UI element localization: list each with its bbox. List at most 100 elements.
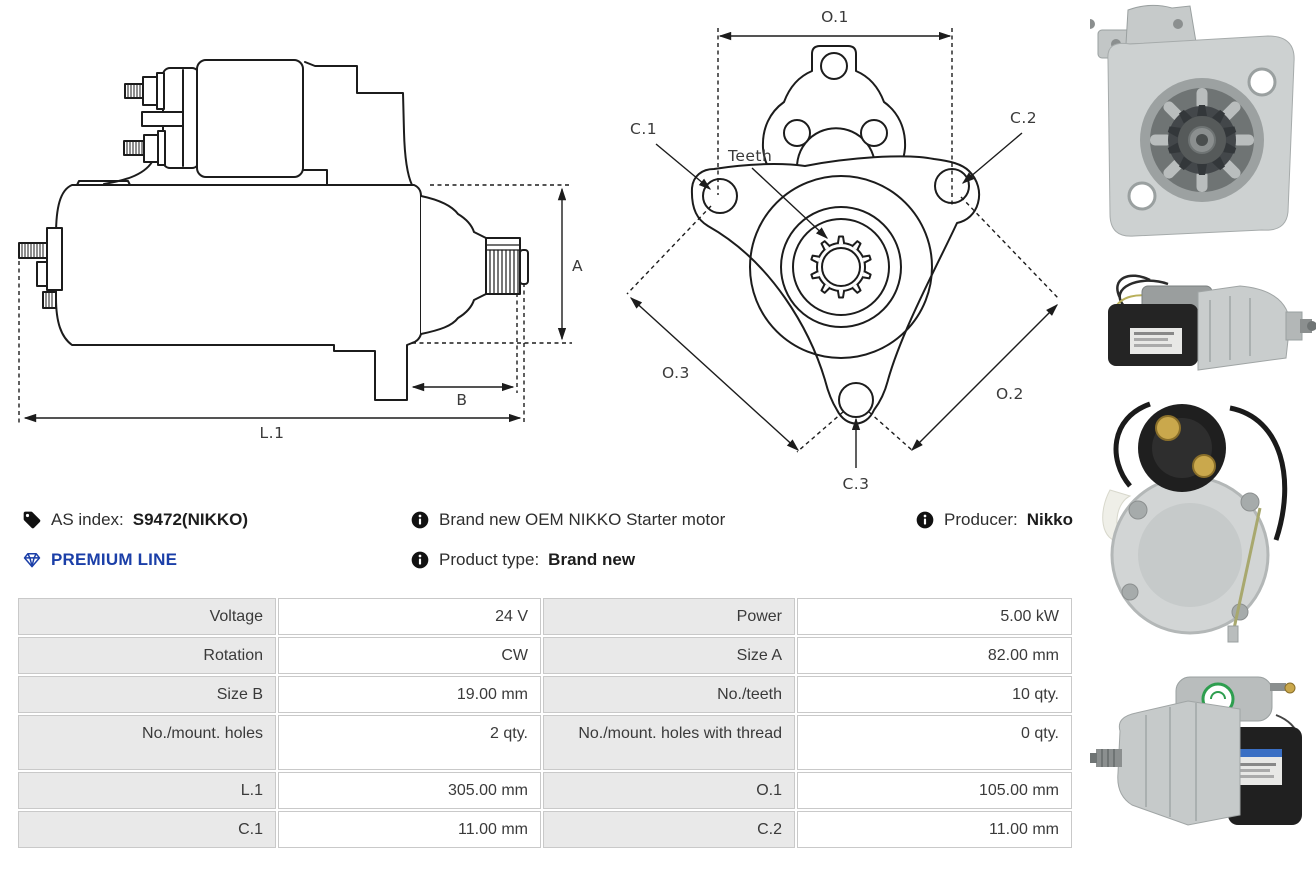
product-type-value: Brand new	[548, 550, 636, 569]
spec-label: No./mount. holes with thread	[543, 715, 795, 770]
pinion-teeth	[810, 235, 872, 299]
solenoid-body	[196, 59, 304, 178]
teeth-label: Teeth	[727, 147, 772, 165]
spec-value: 2 qty.	[278, 715, 541, 770]
dimension-l1-label: L.1	[260, 424, 285, 442]
photo2-nose	[1285, 311, 1303, 341]
spec-label: No./teeth	[543, 676, 795, 713]
motor-body-outline	[55, 184, 422, 401]
spec-label: Size A	[543, 637, 795, 674]
mount-hole-c1	[702, 178, 738, 214]
dimension-a-label: A	[572, 257, 583, 275]
description-row: Brand new OEM NIKKO Starter motor	[410, 508, 725, 532]
pinion-gear	[485, 237, 521, 295]
as-index-value: S9472(NIKKO)	[132, 510, 249, 529]
spec-value: 5.00 kW	[797, 598, 1072, 635]
dimension-b-label: B	[456, 391, 467, 409]
photo3-wire-left	[1113, 401, 1151, 488]
info-icon	[411, 511, 429, 529]
left-bracket	[46, 227, 63, 291]
spec-label: Voltage	[18, 598, 276, 635]
dimension-c3-label: C.3	[842, 475, 869, 493]
product-photo-rear[interactable]	[1090, 390, 1316, 655]
product-photo-gallery	[1085, 0, 1316, 860]
spec-value: 305.00 mm	[278, 772, 541, 809]
terminal-stud-upper	[142, 76, 158, 106]
premium-line-row: PREMIUM LINE	[22, 548, 177, 572]
info-icon	[916, 511, 934, 529]
housing-circle-inner	[792, 218, 890, 316]
product-photo-front[interactable]	[1085, 0, 1316, 260]
photo3-brass-rod	[1230, 507, 1262, 639]
drive-housing-outline	[304, 61, 413, 186]
photo2-shaft-tip	[1307, 321, 1316, 331]
product-catalog-page: { "product": { "as_index_label": "AS ind…	[18, 0, 1316, 860]
terminal-stud-lower	[143, 134, 159, 163]
photo2-drive-housing	[1197, 285, 1291, 371]
spec-label: Rotation	[18, 637, 276, 674]
dimension-c1-label: C.1	[630, 120, 657, 138]
spec-value: 19.00 mm	[278, 676, 541, 713]
solenoid-bus-bar	[141, 111, 184, 127]
dimension-o1-label: O.1	[821, 8, 849, 26]
spec-label: C.1	[18, 811, 276, 848]
photo1-bolt-hole-bottom	[1127, 181, 1157, 211]
dimension-c2-label: C.2	[1010, 109, 1037, 127]
product-photo-side[interactable]	[1090, 260, 1316, 390]
drive-end-housing	[420, 195, 487, 335]
product-type-row: Product type: Brand new	[410, 548, 635, 572]
pinion-bore	[821, 247, 861, 287]
leader-teeth	[751, 167, 829, 239]
diamond-icon	[23, 553, 41, 568]
producer-row: Producer: Nikko	[915, 508, 1073, 532]
product-photo-angled[interactable]	[1090, 655, 1316, 880]
info-icon	[411, 551, 429, 569]
leader-c1	[655, 143, 712, 190]
spec-value: 82.00 mm	[797, 637, 1072, 674]
side-view-technical-drawing: A B L.1	[18, 59, 583, 442]
dimension-o3-line	[629, 297, 800, 451]
photo1-bolt-hole-top	[1247, 67, 1277, 97]
spec-value: 105.00 mm	[797, 772, 1072, 809]
premium-line-badge: PREMIUM LINE	[51, 550, 178, 569]
housing-circle-mid	[780, 206, 902, 328]
yoke-left-hole	[783, 119, 811, 147]
photo4-drive-housing	[1117, 700, 1241, 826]
spec-value: 11.00 mm	[278, 811, 541, 848]
photo3-wire-right	[1229, 405, 1288, 541]
producer-value: Nikko	[1026, 510, 1073, 529]
photo1-cover	[1125, 4, 1197, 45]
front-view-technical-drawing: O.1 C.1 C.2 Teeth O.3 O.2 C.3	[626, 8, 1060, 493]
tag-icon	[23, 511, 41, 529]
field-wire	[103, 161, 153, 185]
spec-label: L.1	[18, 772, 276, 809]
photo3-terminal-2	[1192, 454, 1216, 478]
mount-hole-c3	[838, 382, 874, 418]
dimension-o2-line	[911, 304, 1058, 451]
as-index-row: AS index: S9472(NIKKO)	[22, 508, 248, 532]
leader-c2	[961, 132, 1023, 184]
spec-label: O.1	[543, 772, 795, 809]
spec-label: Power	[543, 598, 795, 635]
spec-label: No./mount. holes	[18, 715, 276, 770]
dimension-o2-label: O.2	[996, 385, 1024, 403]
yoke-top-hole	[820, 52, 848, 80]
specification-table: Voltage 24 V Power 5.00 kW Rotation CW S…	[18, 598, 1074, 848]
photo1-spokes	[1150, 88, 1254, 192]
photo1-gear	[1167, 105, 1237, 175]
product-description: Brand new OEM NIKKO Starter motor	[439, 510, 726, 529]
photo3-terminal-1	[1155, 415, 1181, 441]
pinion-end-cap	[519, 249, 529, 285]
housing-circle-outer	[749, 175, 933, 359]
spec-value: 0 qty.	[797, 715, 1072, 770]
spec-value: 10 qty.	[797, 676, 1072, 713]
producer-label: Producer:	[944, 510, 1018, 529]
dimension-o3-label: O.3	[662, 364, 690, 382]
spec-label: Size B	[18, 676, 276, 713]
photo4-shaft-tip	[1090, 753, 1097, 763]
spec-value: 11.00 mm	[797, 811, 1072, 848]
as-index-label: AS index:	[51, 510, 124, 529]
yoke-right-hole	[860, 119, 888, 147]
spec-value: 24 V	[278, 598, 541, 635]
product-type-label: Product type:	[439, 550, 540, 569]
